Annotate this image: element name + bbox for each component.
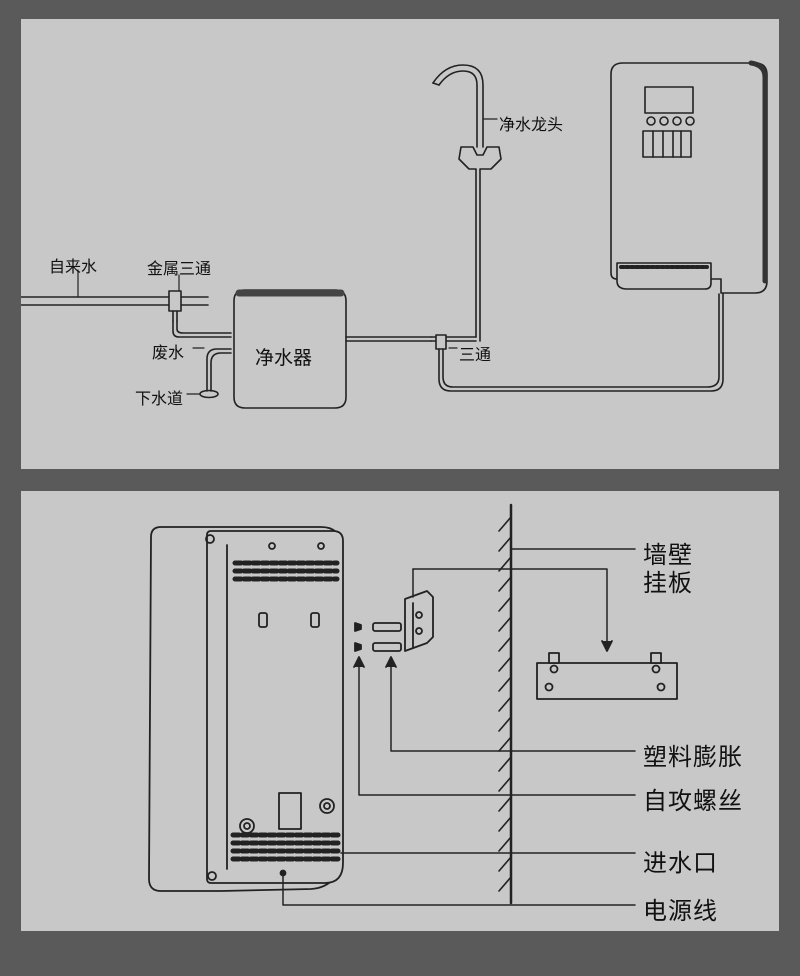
faucet-label: 净水龙头 [499,115,564,134]
anchor-bottom [372,642,402,652]
drain-opening [199,389,219,399]
tap-water-label: 自来水 [49,257,98,276]
tapping-screw-label: 自攻螺丝 [643,787,743,815]
water-inlet-label: 进水口 [643,849,718,877]
waste-water-label: 废水 [152,343,185,362]
hanging-plate [536,662,678,700]
metal-tee-label: 金属三通 [147,259,212,278]
tee-fitting [435,334,447,350]
installation-diagram-drawing [21,60,768,409]
hanging-plate-label: 挂板 [643,569,693,597]
drain-label: 下水道 [135,389,184,408]
mounting-diagram-drawing [148,503,678,906]
purifier-label: 净水器 [255,347,313,369]
power-cord-label: 电源线 [643,897,718,925]
anchor-top [372,622,402,632]
wall-label: 墙壁 [643,541,693,569]
faucet-spout [432,64,484,148]
mounting-diagram-panel: 墙壁 挂板 塑料膨胀 自攻螺丝 进水口 电源线 [21,491,779,931]
tap-water-pipe-end [180,296,209,306]
faucet-body [458,146,502,170]
tee-label: 三通 [459,345,492,364]
tap-water-pipe [21,296,172,306]
drip-tray [616,262,712,290]
metal-tee [168,290,182,312]
bracket-side [404,590,434,652]
dispenser-display [644,86,694,114]
installation-diagram-panel: 自来水 金属三通 废水 下水道 净水器 三通 净水龙头 [21,19,779,469]
dispenser-outlet [642,130,692,158]
plastic-anchor-label: 塑料膨胀 [643,743,743,771]
